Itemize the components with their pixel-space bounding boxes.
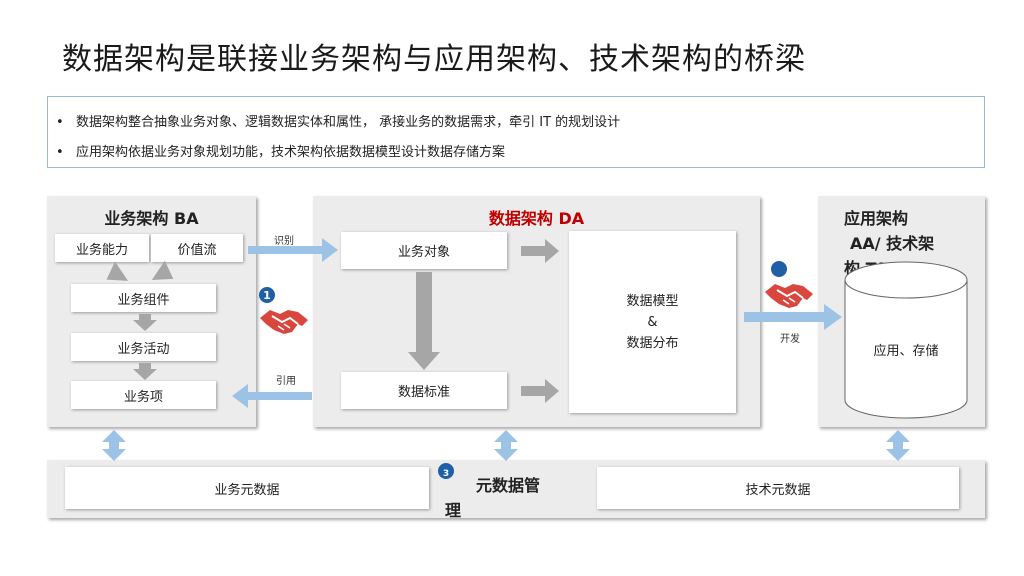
develop-arrow [744,304,842,330]
metadata-title-line-1: 元数据管 [476,476,541,495]
data-standard-box: 数据标准 [341,372,507,409]
summary-box: • 数据架构整合抽象业务对象、逻辑数据实体和属性， 承接业务的数据需求，牵引 IT… [47,96,985,168]
business-activity-box: 业务活动 [71,333,216,361]
data-model-box: 数据模型 & 数据分布 [569,231,736,413]
ta-title-line-1: 应用架构 [844,209,909,228]
storage-label: 应用、存储 [873,344,939,359]
tech-metadata-box: 技术元数据 [597,467,959,509]
reference-label: 引用 [276,376,296,387]
ta-title-line-2: AA/ 技术架 [850,234,935,253]
identify-arrow [248,238,338,262]
step-three-badge: 3 [438,463,454,479]
metadata-title-line-2: 理 [445,501,462,520]
business-item-box: 业务项 [71,381,216,409]
ta-metadata-double-arrow [886,430,910,461]
business-metadata-box: 业务元数据 [65,467,429,509]
step-two-badge [771,261,787,277]
ampersand-label: & [647,314,658,330]
business-object-box: 业务对象 [341,232,507,269]
component-to-activity-arrow [133,314,157,331]
page-title: 数据架构是联接业务架构与应用架构、技术架构的桥梁 [62,42,806,77]
value-to-component-arrow [151,260,174,281]
business-component-box: 业务组件 [71,284,216,312]
ba-metadata-double-arrow [102,430,126,461]
bullet-marker: • [56,145,64,160]
da-title: 数据架构 DA [488,209,585,228]
ta-title: 应用架构 AA/ 技术架 构 TA [844,206,934,281]
data-distribution-label: 数据分布 [626,335,679,351]
business-capability-box: 业务能力 [55,234,149,262]
handshake-icon [260,310,308,334]
develop-label: 开发 [780,334,800,345]
da-metadata-double-arrow [494,430,518,461]
object-to-standard-arrow [408,272,440,370]
value-stream-box: 价值流 [151,234,243,262]
bullet-text: 数据架构整合抽象业务对象、逻辑数据实体和属性， 承接业务的数据需求，牵引 IT … [76,115,621,130]
activity-to-item-arrow [133,363,157,380]
summary-bullet-1: • 数据架构整合抽象业务对象、逻辑数据实体和属性， 承接业务的数据需求，牵引 IT… [56,111,620,130]
reference-arrow [232,384,312,408]
bullet-text: 应用架构依据业务对象规划功能，技术架构依据数据模型设计数据存储方案 [76,145,506,160]
step-one-badge: 1 [259,287,275,303]
bullet-marker: • [56,115,64,130]
capability-to-component-arrow [106,261,129,281]
object-to-model-arrow [521,239,559,263]
standard-to-model-arrow [521,379,559,403]
identify-label: 识别 [274,236,294,247]
storage-cylinder-icon [844,261,968,419]
handshake-icon [765,284,813,308]
ba-title: 业务架构 BA [104,209,199,228]
data-model-label: 数据模型 [626,293,679,309]
summary-bullet-2: • 应用架构依据业务对象规划功能，技术架构依据数据模型设计数据存储方案 [56,141,505,160]
